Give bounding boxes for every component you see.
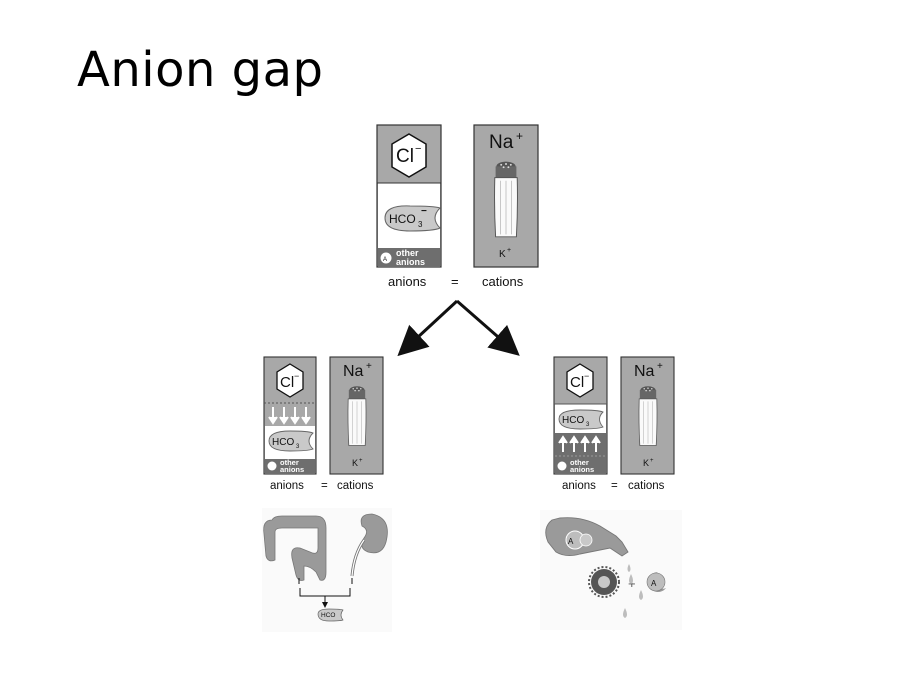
chloride-hexagon-icon [566, 363, 594, 398]
top-anion-panel: Cl − HCO 3 − A other anions [376, 124, 442, 268]
slide-title: Anion gap [77, 42, 324, 98]
svg-text:+: + [516, 129, 523, 143]
svg-text:cations: cations [628, 480, 665, 492]
top-anions-caption: anions [388, 274, 427, 289]
acid-anion-icon [380, 252, 392, 264]
sodium-label: Na [489, 132, 514, 153]
bicarbonate-icon [317, 608, 344, 622]
svg-text:A: A [383, 257, 387, 263]
svg-text:A: A [568, 537, 574, 546]
svg-text:+: + [366, 361, 372, 372]
svg-text:+: + [657, 361, 663, 372]
branch-arrows [397, 299, 520, 357]
svg-text:K: K [352, 458, 358, 468]
top-cations-caption: cations [482, 274, 524, 289]
right-cation-panel: Na + K + [620, 356, 675, 475]
svg-text:anions: anions [562, 480, 596, 492]
kidney-icon [360, 513, 388, 554]
acid-bottle-illustration: A + A [540, 510, 682, 630]
salt-shaker-icon [494, 161, 518, 238]
bicarbonate-label: HCO [389, 212, 416, 226]
svg-text:HCO: HCO [321, 612, 335, 619]
bicarbonate-icon [268, 430, 314, 452]
salt-shaker-icon [638, 385, 658, 446]
left-cation-panel: Na + K + [329, 356, 384, 475]
svg-text:+: + [650, 458, 654, 464]
gut-kidney-illustration: HCO [262, 508, 392, 632]
other-anions-line2: anions [396, 257, 425, 267]
svg-text:Na: Na [343, 363, 364, 380]
svg-text:anions: anions [570, 465, 594, 474]
svg-text:3: 3 [296, 444, 300, 450]
chloride-hexagon-icon [391, 133, 427, 178]
acid-bottle-icon: A [545, 517, 629, 557]
down-arrows-icon [268, 407, 311, 425]
intestine-icon [263, 515, 327, 581]
svg-text:other: other [280, 458, 299, 467]
svg-text:−: − [421, 206, 427, 217]
svg-text:cations: cations [337, 480, 374, 492]
svg-text:−: − [584, 371, 589, 381]
other-anions-line1: other [396, 248, 419, 258]
svg-text:anions: anions [270, 480, 304, 492]
chloride-hexagon-icon [276, 363, 304, 398]
top-cation-panel: Na + K + [473, 124, 539, 268]
svg-text:other: other [570, 458, 589, 467]
svg-text:Cl: Cl [280, 374, 294, 391]
svg-text:HCO: HCO [272, 437, 294, 448]
svg-text:3: 3 [586, 422, 590, 428]
svg-text:=: = [321, 480, 328, 492]
salt-shaker-icon [347, 385, 367, 446]
top-equals-sign: = [451, 274, 459, 289]
svg-text:K: K [643, 458, 649, 468]
up-arrows-icon [558, 435, 601, 452]
bicarbonate-icon [558, 409, 604, 430]
drops-icon [623, 564, 643, 618]
bicarbonate-icon [384, 205, 441, 232]
acid-anion-icon [557, 461, 567, 471]
plus-sign: + [628, 576, 636, 591]
potassium-label: K [499, 249, 506, 260]
proton-icon [588, 566, 620, 598]
svg-text:−: − [294, 371, 299, 381]
svg-text:Na: Na [634, 363, 655, 380]
left-anion-panel: Cl − HCO 3 other anions [263, 356, 317, 475]
acid-anion-icon [267, 461, 277, 471]
acid-anion-icon: A [646, 572, 666, 592]
svg-text:HCO: HCO [562, 415, 584, 426]
svg-text:A: A [651, 579, 657, 588]
svg-text:Cl: Cl [570, 374, 584, 391]
svg-text:anions: anions [280, 465, 304, 474]
chloride-charge: − [415, 143, 421, 155]
svg-text:=: = [611, 480, 618, 492]
svg-text:+: + [507, 247, 511, 254]
chloride-label: Cl [396, 146, 414, 167]
svg-text:3: 3 [418, 220, 423, 229]
right-anion-panel: Cl − HCO 3 other anions [553, 356, 608, 475]
svg-text:+: + [359, 458, 363, 464]
